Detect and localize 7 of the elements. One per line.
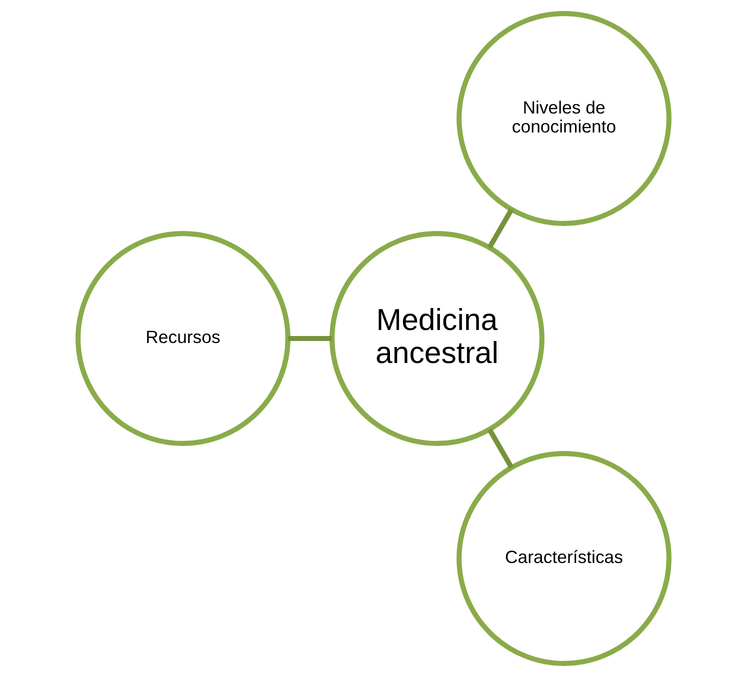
connector bbox=[487, 428, 514, 469]
node-circle: Medicina ancestral bbox=[330, 231, 544, 446]
node-circle: Características bbox=[456, 451, 672, 666]
node-circle: Niveles de conocimiento bbox=[456, 11, 672, 226]
connector bbox=[288, 336, 332, 342]
node-circle: Recursos bbox=[76, 231, 290, 446]
connector bbox=[487, 208, 514, 249]
